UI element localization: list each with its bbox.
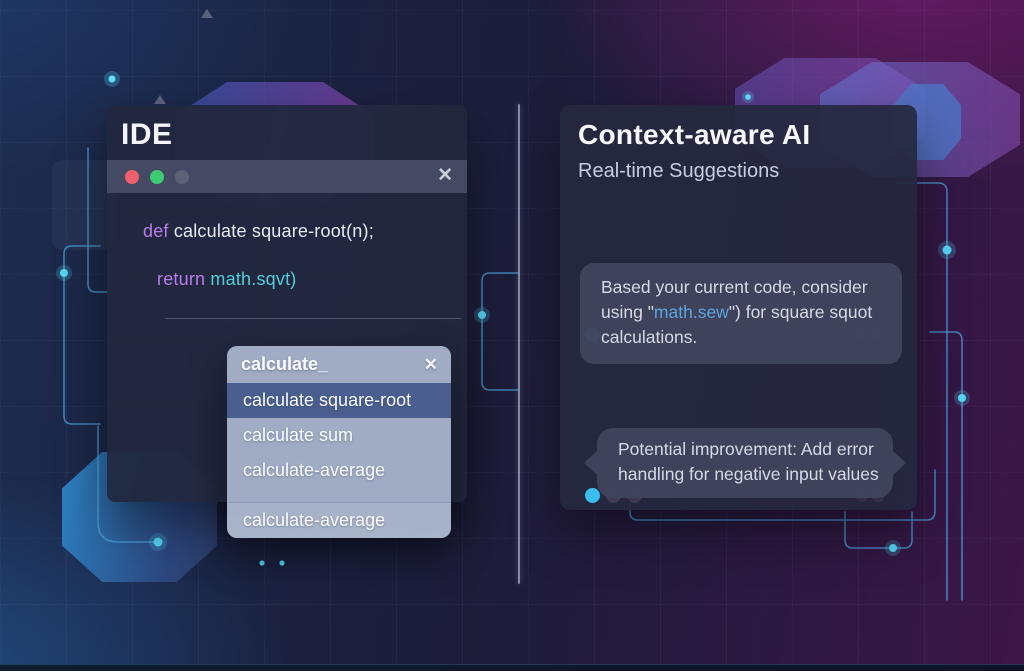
- suggestion-bubble: Based your current code, consider using …: [580, 263, 902, 364]
- traffic-light-gray-icon[interactable]: [175, 169, 189, 184]
- ai-panel-subtitle: Real-time Suggestions: [578, 160, 780, 182]
- traffic-light-green-icon[interactable]: [150, 169, 164, 184]
- autocomplete-option[interactable]: calculate sum: [243, 425, 354, 445]
- code-line: def calculate square-root(n);: [143, 221, 467, 242]
- code-divider-line: [165, 318, 461, 319]
- code-keyword: def: [143, 221, 169, 241]
- autocomplete-dropdown: calculate_ ✕ calculate square-root calcu…: [227, 346, 451, 538]
- suggestion-bubble-banner: Potential improvement: Add error handlin…: [597, 428, 893, 498]
- ide-window-title: IDE: [121, 118, 173, 151]
- autocomplete-option[interactable]: calculate-average: [243, 460, 386, 480]
- bottom-edge-strip: [0, 664, 1024, 671]
- autocomplete-option-selected[interactable]: calculate square-root: [227, 383, 451, 418]
- close-icon[interactable]: ✕: [437, 165, 453, 186]
- triangle-decorations: [154, 9, 213, 104]
- panel-divider: [518, 104, 520, 584]
- autocomplete-option-pinned[interactable]: calculate-average: [227, 502, 451, 538]
- ide-titlebar: ✕: [107, 160, 467, 193]
- code-text: math.sqvt): [205, 269, 297, 289]
- inline-code: math.sew: [653, 301, 729, 322]
- ai-panel-title: Context-aware AI: [578, 119, 811, 150]
- traffic-light-red-icon[interactable]: [125, 169, 139, 184]
- code-line: return math.sqvt): [143, 269, 467, 290]
- code-keyword: return: [157, 269, 206, 289]
- active-dot-icon: [585, 488, 600, 503]
- autocomplete-header: calculate_ ✕: [227, 346, 451, 383]
- suggestion-text: Based your current code, consider using …: [601, 277, 868, 322]
- autocomplete-query-input[interactable]: calculate_: [241, 354, 329, 374]
- close-icon[interactable]: ✕: [423, 354, 438, 374]
- code-text: calculate square-root(n);: [168, 221, 374, 241]
- ai-suggestions-panel: Context-aware AI Real-time Suggestions B…: [560, 105, 917, 510]
- suggestion-text: Potential improvement: Add error handlin…: [618, 439, 879, 484]
- suggestion-text: ") for square squot calculations.: [601, 301, 873, 347]
- spacer: [227, 488, 451, 502]
- code-editor[interactable]: def calculate square-root(n); return mat…: [107, 193, 467, 290]
